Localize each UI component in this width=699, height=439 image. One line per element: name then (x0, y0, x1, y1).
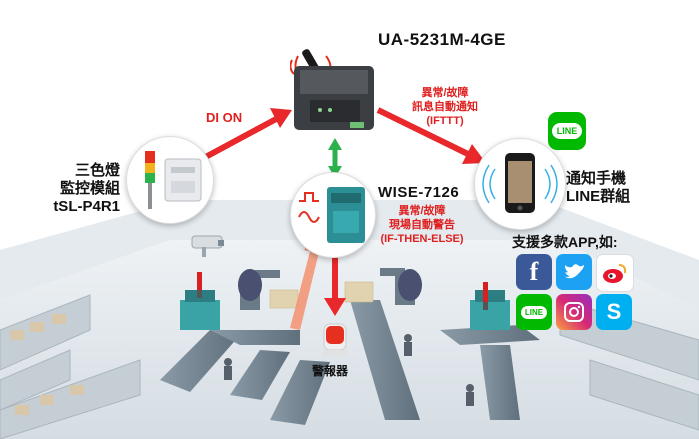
machine-right (470, 290, 510, 330)
conveyor-belt-right (440, 325, 540, 420)
ifttt-label-line1: 異常/故障 (421, 87, 469, 99)
ifttt-label-line2: 訊息自動通知 (412, 101, 478, 113)
conveyor-belt-left (160, 330, 300, 400)
workers (224, 334, 474, 406)
apps-title: 支援多款APP,如: (512, 234, 618, 250)
tsl-label-line1: 三色燈 (74, 162, 120, 179)
phone-label: 通知手機 LINE群組 (566, 170, 630, 206)
facebook-icon: f (516, 254, 552, 290)
tsl-label-line3: tSL-P4R1 (53, 198, 120, 215)
tsl-label-line2: 監控模組 (59, 180, 120, 197)
instagram-icon (556, 294, 592, 330)
conveyor-belt-center (270, 300, 420, 425)
wise-label-line3: (IF-THEN-ELSE) (380, 233, 464, 245)
security-camera-icon (191, 235, 224, 257)
weibo-icon (596, 254, 634, 292)
floor-tower-light-right (483, 282, 488, 310)
phone-label-line1: 通知手機 (566, 170, 627, 187)
module-icon (164, 158, 202, 202)
phone-label-line2: LINE群組 (566, 188, 631, 205)
arrow-di-on (198, 108, 292, 163)
twitter-icon (556, 254, 592, 290)
wise-device-circle (290, 172, 376, 258)
ua-device (289, 48, 378, 132)
floor-tower-light-left (197, 272, 202, 298)
pulse-wave-icon (298, 192, 320, 223)
wise-label: 異常/故障 現場自動警告 (IF-THEN-ELSE) (376, 204, 468, 246)
ua-device-title: UA-5231M-4GE (378, 30, 506, 49)
wise-label-line2: 現場自動警告 (389, 219, 455, 231)
smartphone-icon (505, 153, 535, 213)
line-badge-text: LINE (551, 123, 583, 139)
line-icon-text: LINE (520, 305, 548, 319)
skype-icon: S (596, 294, 632, 330)
left-shelving (0, 294, 141, 439)
line-icon: LINE (516, 294, 552, 330)
signal-waves-icon (482, 164, 558, 204)
wise-title: WISE-7126 (378, 184, 460, 201)
tower-light-icon (145, 151, 155, 209)
wise-label-line1: 異常/故障 (398, 205, 446, 217)
alarm-label: 警報器 (312, 364, 349, 378)
alarm-siren-icon (318, 318, 352, 360)
di-on-label: DI ON (206, 110, 243, 125)
wise-module-icon (327, 187, 365, 243)
phone-circle (474, 138, 566, 230)
tsl-label: 三色燈 監控模組 tSL-P4R1 (40, 162, 120, 216)
ifttt-label: 異常/故障 訊息自動通知 (IFTTT) (400, 86, 490, 128)
tsl-p4r1-device-circle (126, 136, 214, 224)
line-badge-icon: LINE (548, 112, 586, 150)
ifttt-label-line3: (IFTTT) (426, 115, 464, 127)
